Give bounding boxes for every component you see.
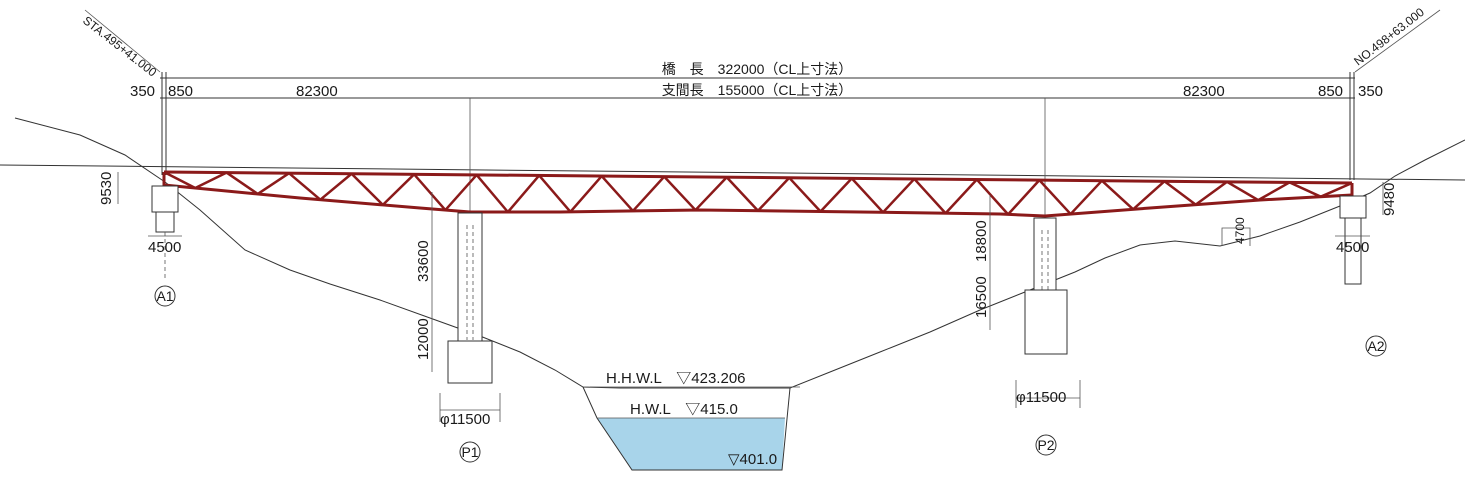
truss-bottom-chord bbox=[163, 183, 1353, 218]
truss-top-chord bbox=[163, 170, 1353, 185]
p1-upper-label: 33600 bbox=[415, 240, 432, 282]
p2-upper-label: 18800 bbox=[973, 220, 990, 262]
truss-diagonal bbox=[194, 171, 228, 190]
truss-web bbox=[163, 170, 1353, 216]
truss-diagonal bbox=[475, 174, 509, 213]
truss-diagonal bbox=[1069, 179, 1103, 215]
station-right-leader bbox=[1354, 9, 1441, 73]
p1-footing bbox=[447, 340, 493, 384]
truss-diagonal bbox=[913, 178, 947, 215]
truss-diagonal bbox=[381, 173, 415, 206]
p1-diameter-label: φ11500 bbox=[440, 411, 490, 428]
a2-height-label: 9480 bbox=[1381, 183, 1398, 216]
truss-diagonal bbox=[850, 177, 884, 214]
p2-pier-column bbox=[1033, 217, 1057, 291]
p2-label: P2 bbox=[1037, 437, 1054, 453]
station-right-label: NO.498+63.000 bbox=[1351, 5, 1427, 69]
truss-diagonal bbox=[663, 175, 697, 211]
p1-lower-label: 12000 bbox=[415, 318, 432, 360]
left-dim-350: 350 bbox=[130, 83, 155, 100]
truss-diagonal bbox=[444, 174, 478, 211]
truss-diagonal bbox=[257, 172, 290, 196]
a2-label: A2 bbox=[1367, 338, 1384, 354]
river-water bbox=[597, 418, 785, 470]
road-grade-line bbox=[0, 164, 1465, 181]
truss-diagonal bbox=[288, 172, 322, 201]
truss-diagonal bbox=[506, 174, 541, 213]
truss-diagonal bbox=[1101, 179, 1135, 211]
bridge-length-label: 橋 長 322000（CL上寸法） bbox=[662, 61, 853, 77]
truss-diagonal bbox=[163, 170, 196, 190]
truss-diagonal bbox=[413, 173, 447, 211]
truss-diagonal bbox=[757, 176, 791, 212]
a2-marker bbox=[1365, 335, 1387, 357]
truss-diagonal bbox=[1132, 180, 1166, 211]
truss-diagonal bbox=[632, 175, 666, 212]
slope-note-bracket bbox=[1221, 227, 1251, 246]
truss-diagonal bbox=[882, 178, 916, 214]
truss-diagonal bbox=[1226, 180, 1259, 202]
truss-diagonal bbox=[694, 176, 728, 211]
truss-diagonal bbox=[1007, 179, 1041, 216]
a1-label: A1 bbox=[156, 288, 173, 304]
a1-abutment-cap bbox=[151, 185, 179, 213]
truss-diagonal bbox=[1038, 179, 1072, 215]
truss-diagonal bbox=[1194, 180, 1228, 206]
truss-diagonal bbox=[350, 172, 384, 206]
truss-diagonal bbox=[975, 178, 1010, 216]
truss-diagonal bbox=[225, 171, 259, 195]
a2-abutment-cap bbox=[1339, 195, 1367, 219]
truss-diagonal bbox=[538, 174, 572, 213]
a2-width-label: 4500 bbox=[1336, 239, 1369, 256]
truss-diagonal bbox=[788, 176, 822, 213]
right-dim-850: 850 bbox=[1318, 83, 1343, 100]
hwl-label: H.W.L ▽415.0 bbox=[630, 401, 738, 418]
span-length-label: 支間長 155000（CL上寸法） bbox=[662, 82, 853, 98]
truss-diagonal bbox=[725, 176, 759, 212]
a2-abutment-body bbox=[1344, 217, 1362, 285]
ground-profile bbox=[14, 117, 1465, 389]
p1-label: P1 bbox=[461, 444, 478, 460]
truss-diagonal bbox=[944, 178, 978, 215]
station-left-leader bbox=[84, 9, 161, 73]
p2-footing bbox=[1024, 289, 1068, 355]
a1-abutment-body bbox=[155, 211, 175, 233]
p1-marker bbox=[459, 441, 481, 463]
truss-diagonal bbox=[319, 172, 353, 201]
station-left-label: STA.495+41.000 bbox=[80, 13, 159, 79]
truss-diagonal bbox=[1320, 181, 1353, 198]
a1-height-label: 9530 bbox=[98, 172, 115, 205]
p2-marker bbox=[1035, 434, 1057, 456]
truss-diagonal bbox=[600, 175, 634, 212]
a1-width-label: 4500 bbox=[148, 239, 181, 256]
left-dim-850: 850 bbox=[168, 83, 193, 100]
p2-diameter-label: φ11500 bbox=[1016, 389, 1066, 406]
truss-diagonal bbox=[1163, 180, 1197, 206]
river-channel bbox=[582, 386, 791, 471]
a1-marker bbox=[154, 285, 176, 307]
truss-diagonal bbox=[1257, 181, 1291, 202]
river-bed-label: ▽401.0 bbox=[728, 451, 777, 468]
slope-note-label: 4700 bbox=[1233, 217, 1247, 244]
truss-diagonal bbox=[569, 175, 603, 213]
hhwl-label: H.H.W.L ▽423.206 bbox=[606, 370, 746, 387]
right-dim-350: 350 bbox=[1358, 83, 1383, 100]
left-span-dim: 82300 bbox=[296, 83, 338, 100]
p1-pier-column bbox=[457, 212, 483, 342]
p2-lower-label: 16500 bbox=[973, 276, 990, 318]
right-span-dim: 82300 bbox=[1183, 83, 1225, 100]
truss-diagonal bbox=[819, 177, 853, 213]
truss-diagonal bbox=[1288, 181, 1322, 198]
